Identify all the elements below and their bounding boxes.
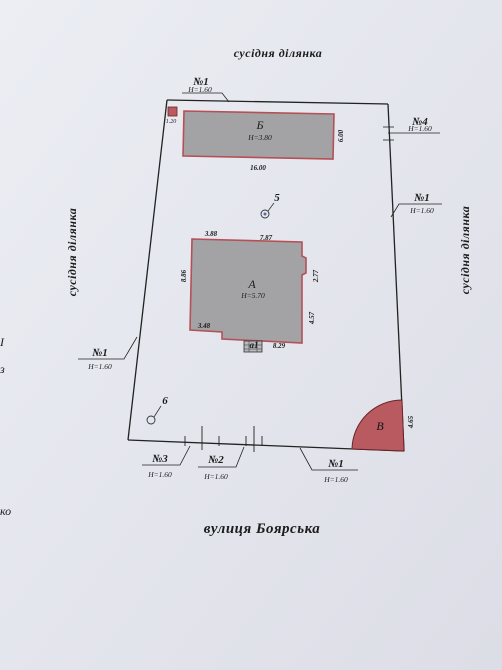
building-a-height: Н=5.70: [240, 291, 265, 300]
building-b-height: Н=3.80: [247, 133, 272, 142]
fence-height: Н=1.60: [203, 472, 228, 481]
fence-label-bottom-1: №1 Н=1.60: [299, 447, 358, 484]
dim-top-right: 7.87: [260, 234, 273, 242]
fence-label-right-middle: №1 Н=1.60: [390, 192, 442, 218]
fence-height: Н=1.60: [147, 470, 172, 479]
corner-zone-letter: В: [376, 419, 384, 433]
fence-height: Н=1.60: [187, 85, 212, 94]
building-b-width: 6.00: [337, 129, 345, 142]
porch-a1: а1: [243, 340, 263, 353]
dim-top-left: 3.88: [204, 230, 218, 238]
fence-label-top-left: №1 Н=1.60: [182, 76, 230, 103]
dim-bottom-left: 3.48: [197, 322, 211, 330]
street-label: вулиця Боярська: [204, 521, 321, 537]
dim-left: 8.86: [180, 269, 188, 282]
neighbor-left-label: сусідня ділянка: [65, 208, 79, 297]
fence-number: №2: [207, 454, 224, 466]
corner-structure: 1.20: [166, 106, 178, 125]
fence-label-bottom-2: №2 Н=1.60: [198, 446, 245, 481]
building-b-letter: Б: [255, 118, 263, 132]
fence-number: №4: [411, 116, 428, 128]
fence-height: Н=1.60: [323, 475, 348, 484]
fence-height: Н=1.60: [407, 124, 432, 133]
marker-5-label: 5: [274, 192, 280, 204]
fence-height: Н=1.60: [409, 206, 434, 215]
marker-6-label: 6: [162, 395, 168, 407]
fence-number: №3: [151, 453, 168, 465]
fence-number: №1: [91, 347, 108, 359]
building-b-length: 16.00: [250, 164, 266, 172]
corner-zone-v: В 4.65: [351, 399, 415, 452]
building-a: А Н=5.70 3.88 7.87 8.86 2.77 4.57 3.48 8…: [180, 230, 320, 350]
marker-5: 5: [260, 192, 280, 219]
fence-height: Н=1.60: [87, 362, 112, 371]
fence-label-right-top: №4 Н=1.60: [383, 116, 440, 141]
margin-fragment: ко: [0, 504, 11, 518]
neighbor-right-label: сусідня ділянка: [458, 206, 472, 295]
dim-bottom-right: 8.29: [273, 342, 286, 350]
dim-right-upper: 2.77: [312, 269, 320, 283]
fence-label-left: №1 Н=1.60: [78, 336, 138, 371]
corner-zone-dim: 4.65: [407, 415, 415, 429]
fence-number: №1: [327, 458, 344, 470]
building-a-letter: А: [247, 277, 256, 291]
building-b: Б Н=3.80 16.00 6.00: [182, 110, 345, 172]
porch-label: а1: [250, 340, 259, 350]
neighbor-top-label: сусідня ділянка: [234, 46, 323, 60]
marker-6: 6: [146, 395, 168, 425]
dim-right-lower: 4.57: [308, 311, 316, 325]
corner-small-dim: 1.20: [166, 119, 177, 125]
margin-fragment: I: [0, 335, 5, 349]
margin-fragment: з: [0, 362, 5, 376]
fence-number: №1: [413, 192, 430, 204]
fence-label-bottom-3: №3 Н=1.60: [142, 445, 191, 479]
fence-number: №1: [192, 76, 209, 88]
bottom-fence-ticks: [184, 426, 263, 452]
